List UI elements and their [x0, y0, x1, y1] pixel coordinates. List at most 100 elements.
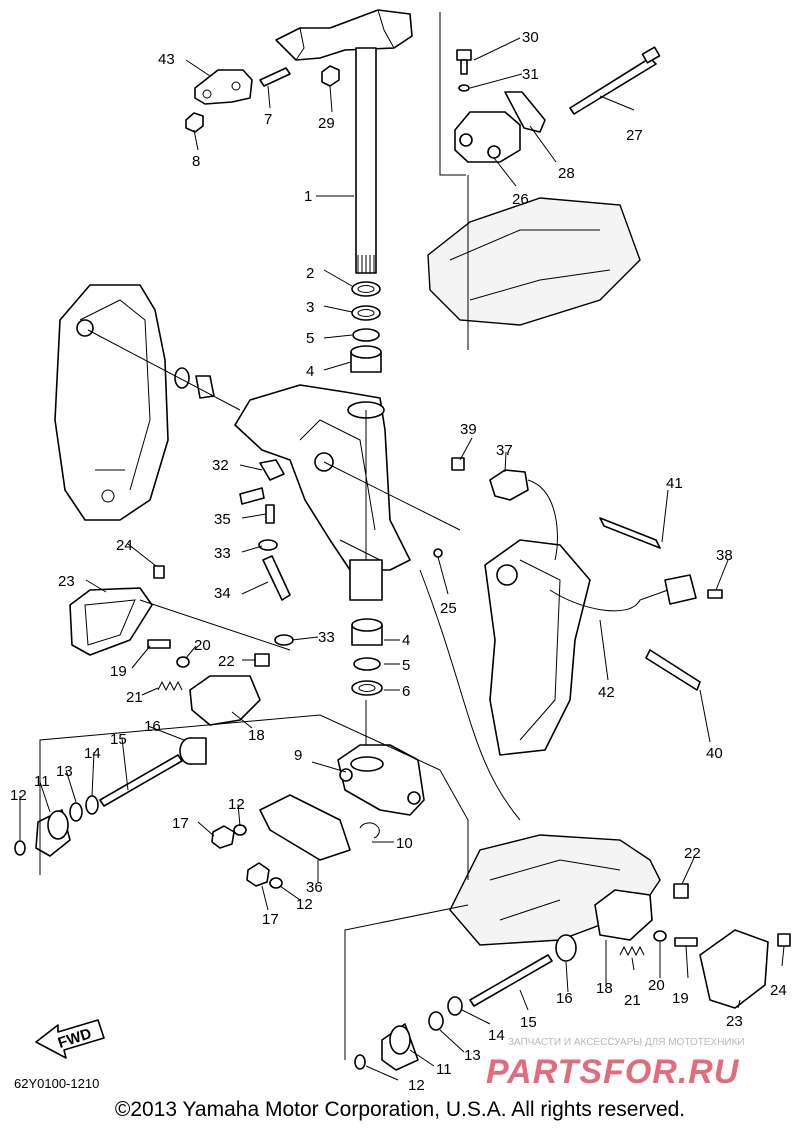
- diagram-code: 62Y0100-1210: [14, 1076, 99, 1091]
- callout-16-left: 16: [144, 718, 161, 735]
- rubber-mount-11-left[interactable]: [35, 809, 71, 857]
- bolt-24-left[interactable]: [153, 565, 165, 579]
- washer-14-right[interactable]: [447, 996, 463, 1016]
- collar-16-right[interactable]: [555, 934, 577, 962]
- bolt-38[interactable]: [707, 589, 723, 599]
- callout-23-left: 23: [58, 573, 75, 590]
- o-ring-5-upper[interactable]: [352, 328, 380, 342]
- steering-shaft[interactable]: [275, 9, 413, 274]
- callout-12-mid: 12: [228, 796, 245, 813]
- callout-42: 42: [598, 684, 615, 701]
- fwd-label: FWD: [56, 1025, 94, 1052]
- circlip-10[interactable]: [359, 822, 380, 839]
- washer-12-mid[interactable]: [233, 824, 247, 836]
- rubber-mount-11-right[interactable]: [381, 1023, 419, 1071]
- watermark-tagline: ЗАПЧАСТИ И АКСЕССУАРЫ ДЛЯ МОТОТЕХНИКИ: [508, 1037, 745, 1048]
- hose-34[interactable]: [262, 555, 291, 601]
- clamp-bracket-right[interactable]: [484, 539, 591, 756]
- bottom-cowling-plate[interactable]: [427, 197, 641, 326]
- bolt-30[interactable]: [456, 49, 472, 75]
- spring-21-left[interactable]: [157, 680, 183, 692]
- upper-mount-26[interactable]: [454, 111, 521, 163]
- bolt-39[interactable]: [451, 457, 465, 471]
- callout-32: 32: [212, 457, 229, 474]
- callout-9: 9: [294, 747, 302, 764]
- clamp-bracket-left[interactable]: [54, 284, 169, 521]
- clip-32[interactable]: [259, 459, 285, 481]
- washer-20-left[interactable]: [176, 656, 190, 668]
- seal-6[interactable]: [351, 680, 383, 696]
- callout-37: 37: [496, 442, 513, 459]
- callout-15-right: 15: [520, 1014, 537, 1031]
- clamp-33-lower[interactable]: [274, 634, 294, 646]
- callout-5-lower: 5: [402, 657, 410, 674]
- callout-15-left: 15: [110, 731, 127, 748]
- callout-13-right: 13: [464, 1047, 481, 1064]
- callout-24-left: 24: [116, 537, 133, 554]
- callout-33-lower: 33: [318, 629, 335, 646]
- bolt-24-right[interactable]: [777, 933, 791, 947]
- washer-12-left[interactable]: [14, 840, 26, 856]
- band-41[interactable]: [599, 517, 661, 549]
- seal-2[interactable]: [351, 281, 381, 297]
- washer-13-left[interactable]: [69, 802, 83, 822]
- cover-23-right[interactable]: [699, 929, 769, 1009]
- lower-bracket-9[interactable]: [337, 744, 425, 816]
- bolt-15-right[interactable]: [469, 954, 553, 1007]
- callout-39: 39: [460, 421, 477, 438]
- washer-20-right[interactable]: [653, 930, 667, 942]
- callout-14-left: 14: [84, 745, 101, 762]
- callout-4: 4: [306, 363, 314, 380]
- washer-12-lower[interactable]: [269, 877, 283, 889]
- collar-16-left[interactable]: [179, 737, 207, 765]
- callout-6: 6: [402, 683, 410, 700]
- clamp-33-upper[interactable]: [258, 539, 278, 551]
- callout-labels: 1 2 3 4 5 7 8 29 43 30 31 27 28 26 39 37…: [10, 29, 787, 1094]
- nut-17-lower[interactable]: [246, 862, 270, 887]
- mount-bracket-18-left[interactable]: [189, 675, 261, 726]
- washer-14-left[interactable]: [85, 795, 99, 815]
- callout-1: 1: [304, 188, 312, 205]
- bushing-4-upper[interactable]: [350, 345, 382, 373]
- callout-35: 35: [214, 511, 231, 528]
- nipple-22-left[interactable]: [254, 653, 270, 667]
- callout-17-lower: 17: [262, 911, 279, 928]
- bolt-27[interactable]: [569, 46, 661, 115]
- bolt-7[interactable]: [259, 67, 291, 87]
- fwd-arrow-icon: FWD: [35, 1019, 105, 1059]
- callout-18-right: 18: [596, 980, 613, 997]
- spring-21-right[interactable]: [619, 945, 645, 957]
- washer-12-right[interactable]: [354, 1054, 366, 1070]
- bushing-4-lower[interactable]: [351, 618, 383, 646]
- callout-30: 30: [522, 29, 539, 46]
- bolt-19-left[interactable]: [147, 639, 171, 649]
- bracket-28[interactable]: [504, 91, 546, 133]
- callout-17-upper: 17: [172, 815, 189, 832]
- cover-23-left[interactable]: [69, 587, 153, 656]
- nut-17-upper[interactable]: [211, 825, 235, 849]
- bolt-15-left[interactable]: [99, 754, 183, 807]
- washer-31[interactable]: [458, 84, 470, 92]
- callout-16-right: 16: [556, 990, 573, 1007]
- callout-19-left: 19: [110, 663, 127, 680]
- bolt-19-right[interactable]: [674, 937, 698, 947]
- plate-36[interactable]: [259, 794, 351, 861]
- band-40[interactable]: [645, 649, 701, 691]
- callout-leaders: [19, 37, 785, 1081]
- callout-11-left: 11: [34, 773, 50, 790]
- lead-wire-42[interactable]: [549, 574, 697, 612]
- mount-bracket-18-right[interactable]: [594, 889, 653, 941]
- callout-12-right: 12: [408, 1077, 425, 1094]
- top-bracket-43[interactable]: [194, 69, 253, 105]
- o-ring-5-lower[interactable]: [353, 657, 381, 671]
- callout-12-lower: 12: [296, 896, 313, 913]
- nut-29[interactable]: [321, 65, 340, 87]
- washer-13-right[interactable]: [428, 1011, 444, 1031]
- bolt-25[interactable]: [433, 548, 443, 558]
- nut-8[interactable]: [185, 112, 204, 133]
- nipple-22-right[interactable]: [673, 883, 689, 899]
- callout-14-right: 14: [488, 1027, 505, 1044]
- washer-3[interactable]: [351, 305, 381, 321]
- callout-2: 2: [306, 265, 314, 282]
